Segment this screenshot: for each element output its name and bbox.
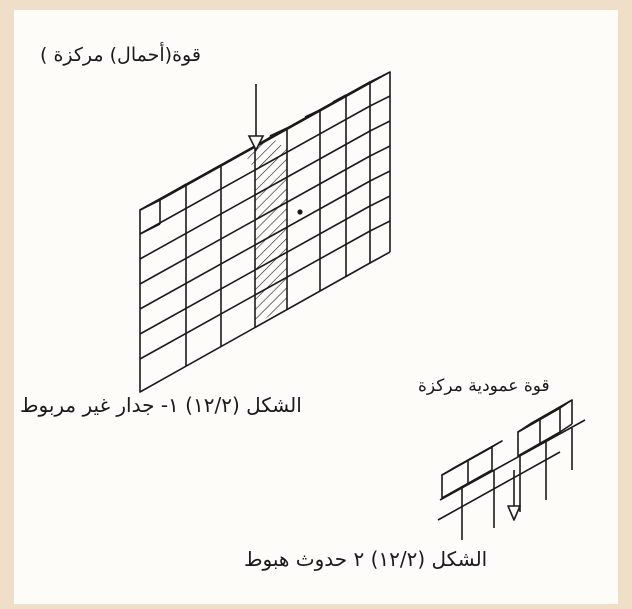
loaded-column-top-hatch: [243, 136, 287, 170]
figure1-caption: الشكل (١٢/٢) ١- جدار غير مربوط: [20, 393, 302, 417]
paper-page: [14, 10, 618, 604]
figure2-settlement: [437, 399, 586, 540]
loaded-column-hatch: [255, 150, 287, 325]
figure2-force-label: قوة عمودية مركزة: [418, 376, 550, 396]
figure1-load-arrow: [247, 84, 265, 152]
figure1-wall: [139, 71, 391, 393]
figure1-force-label: قوة(أحمال) مركزة ): [40, 44, 201, 66]
figure2-caption: الشكل (١٢/٢) ٢ حدوث هبوط: [244, 547, 488, 571]
